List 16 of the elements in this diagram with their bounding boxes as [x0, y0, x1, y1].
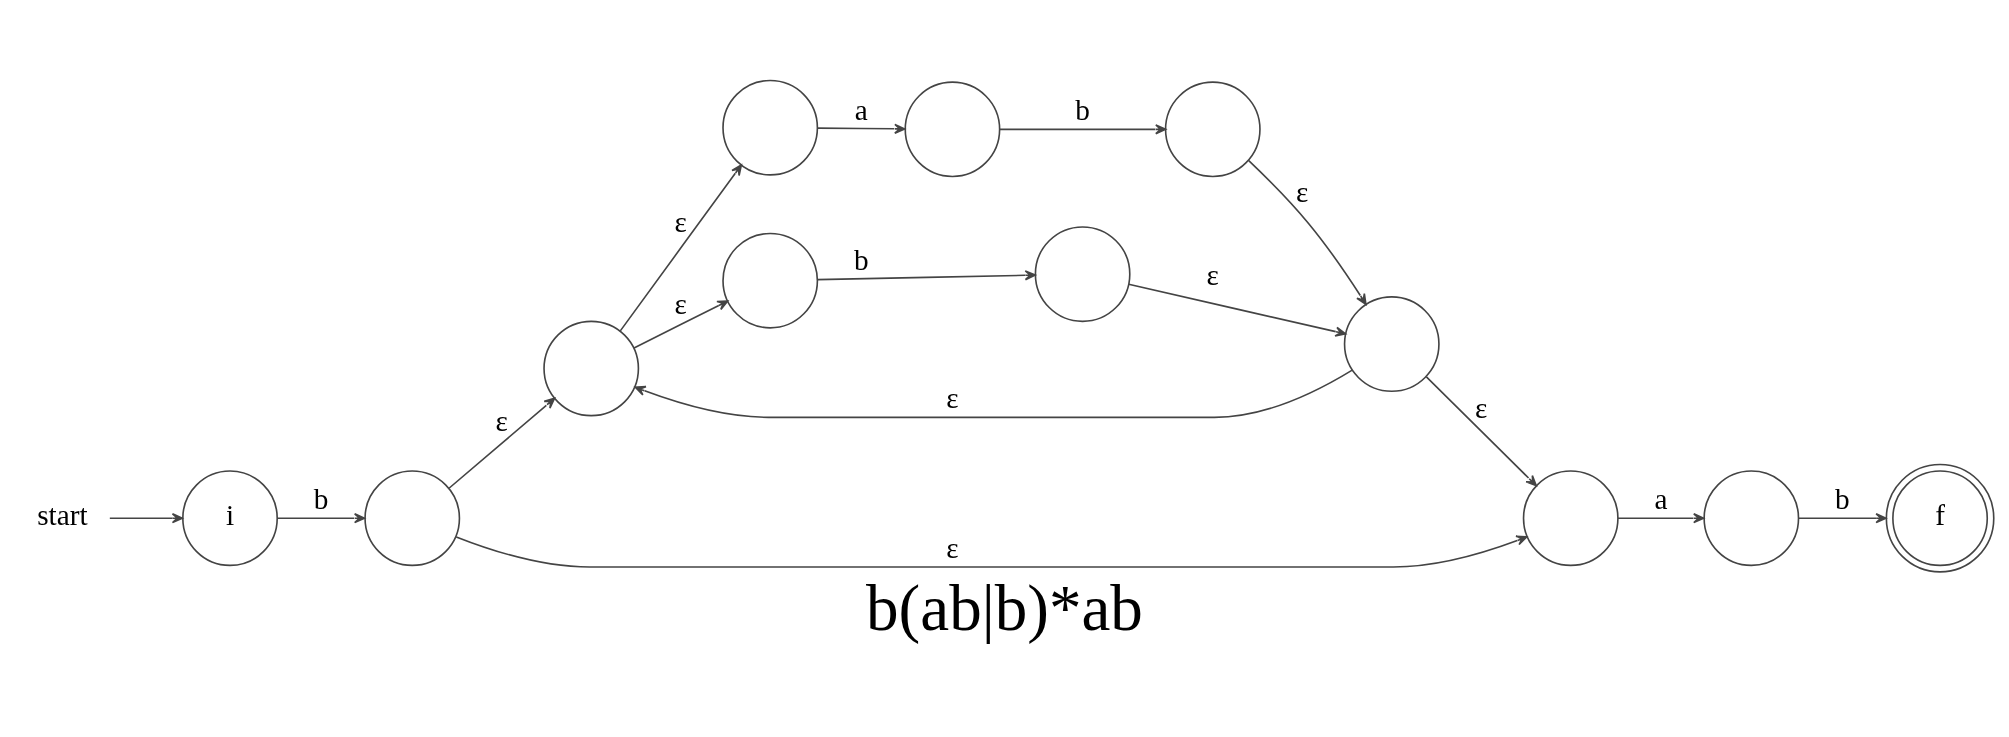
- edge-label: ε: [1475, 391, 1488, 424]
- caption: b(ab|b)*ab: [866, 572, 1143, 645]
- edge-label: a: [1654, 483, 1668, 516]
- edge-label: b: [1835, 483, 1850, 516]
- edge-label: b: [854, 243, 869, 276]
- edge-label: ε: [946, 382, 959, 415]
- edge-label: ε: [495, 404, 508, 437]
- edge-label: b: [1075, 94, 1090, 127]
- edge-label: ε: [674, 206, 687, 239]
- edge-label: ε: [674, 287, 687, 320]
- edge-label: b: [313, 483, 329, 516]
- edge-label: a: [854, 94, 868, 127]
- edge-label: ε: [946, 531, 959, 564]
- node-text: start: [37, 499, 88, 532]
- edge-label: ε: [1206, 258, 1219, 291]
- edge-label: ε: [1296, 175, 1309, 208]
